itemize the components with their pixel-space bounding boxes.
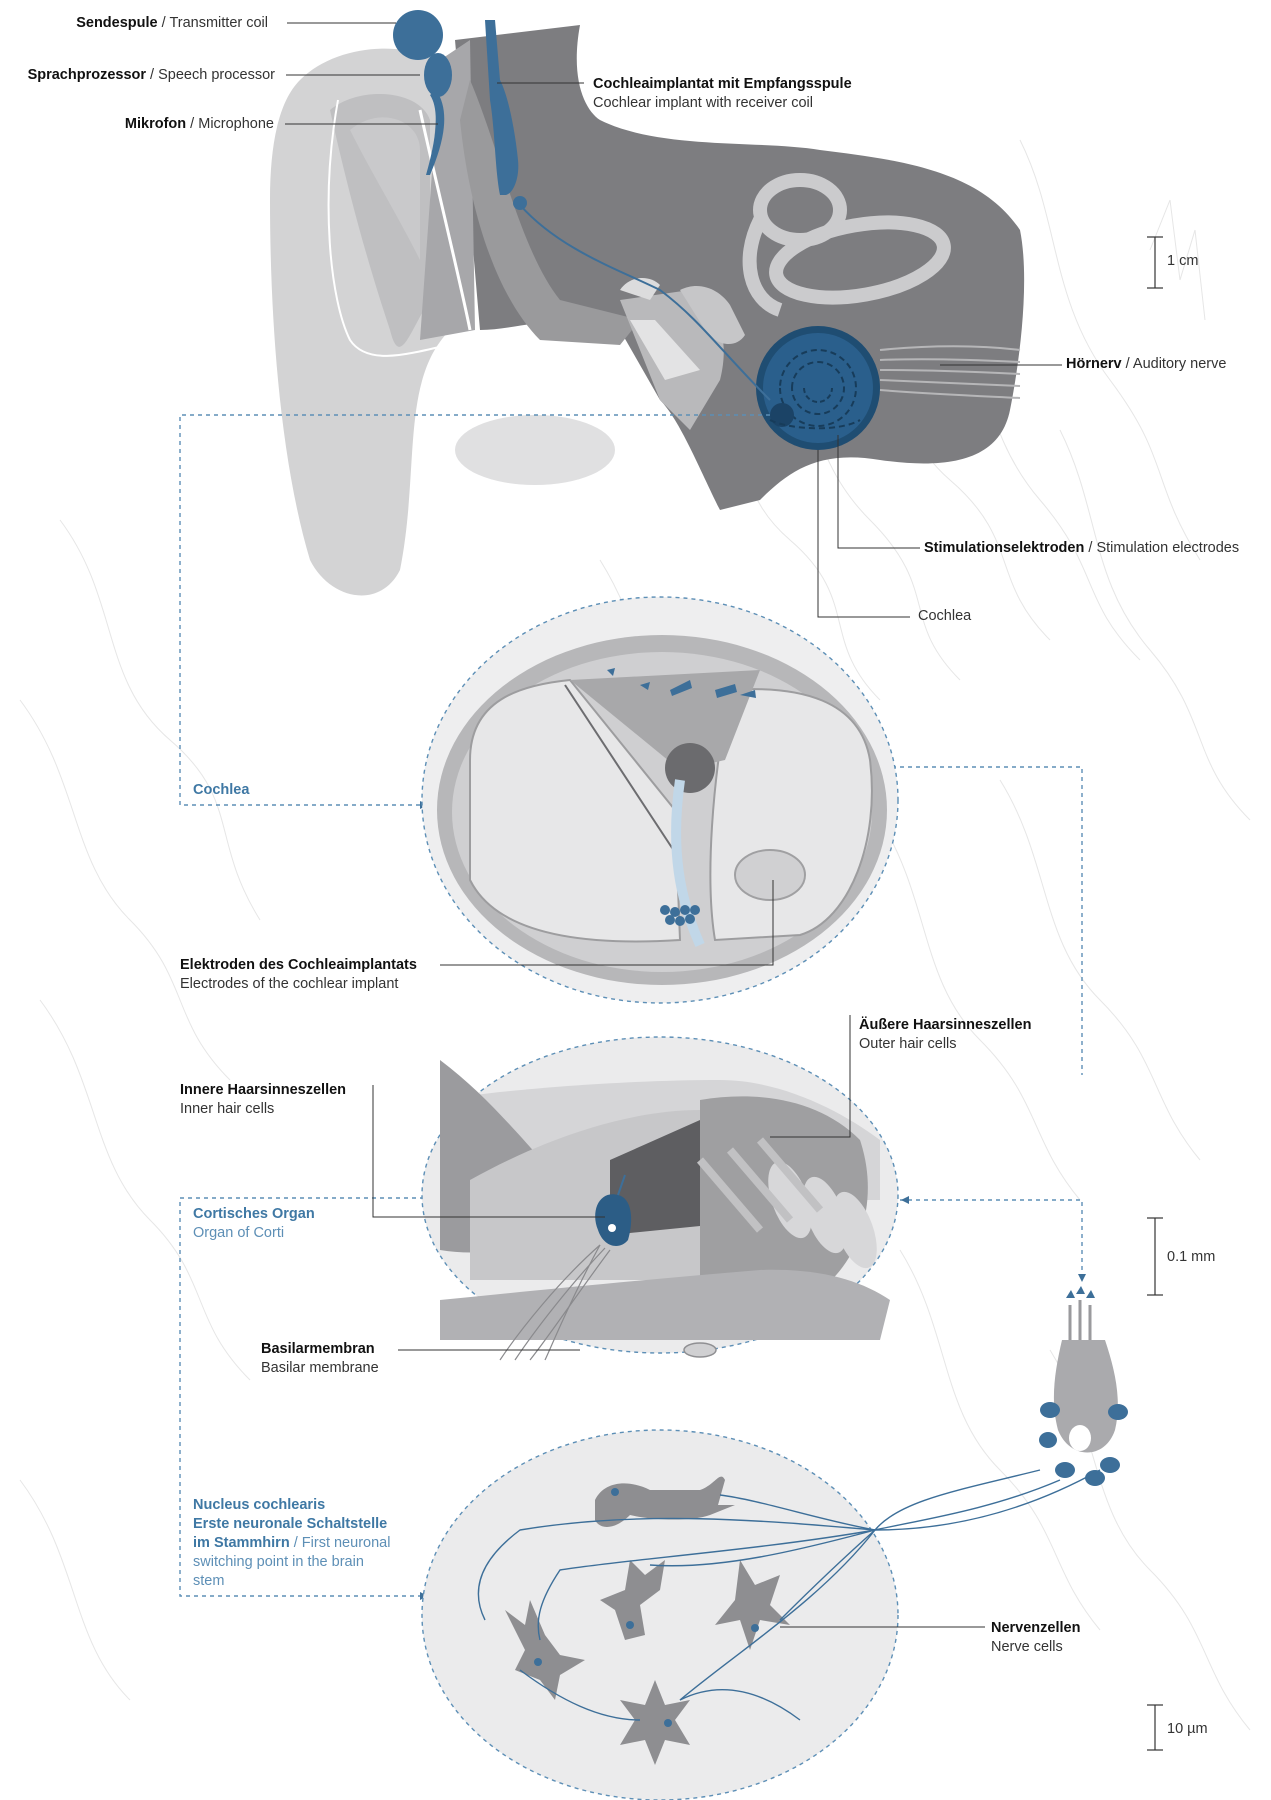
label-cochlea: Cochlea [918,607,971,626]
scale-bars [1147,237,1163,1750]
outer-hair-cell-detail [1039,1286,1128,1486]
label-microphone: Mikrofon / Microphone [125,115,274,134]
scale-label-1cm: 1 cm [1167,253,1198,269]
dashed-connectors [180,415,1082,1596]
cochlea-cross-section [422,597,898,1003]
organ-of-corti-section [373,1015,898,1360]
scale-label-10um: 10 µm [1167,1721,1208,1737]
label-auditory-nerve: Hörnerv / Auditory nerve [1066,355,1226,374]
nucleus-cochlearis-section [422,1430,1100,1800]
transmitter-coil [393,10,443,60]
cochlea-with-electrodes [756,326,880,450]
label-speech-processor: Sprachprozessor / Speech processor [28,66,275,85]
speech-processor-unit [424,53,452,97]
label-stimulation-electrodes: Stimulationselektroden / Stimulation ele… [924,539,1239,558]
label-nucleus-cochlearis: Nucleus cochlearis Erste neuronale Schal… [193,1496,390,1591]
label-transmitter-coil: Sendespule / Transmitter coil [76,14,268,33]
label-cochlea-section: Cochlea [193,781,249,800]
scale-label-0-1mm: 0.1 mm [1167,1249,1215,1265]
